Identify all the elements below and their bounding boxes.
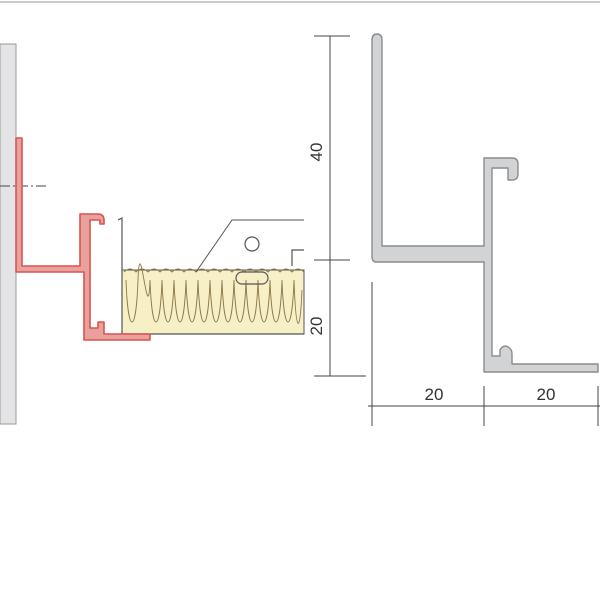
insulation-hatch	[125, 263, 303, 324]
dimension-height-lower: 20	[307, 317, 326, 336]
dimension-width-right: 20	[537, 385, 556, 404]
red-profile	[15, 137, 151, 341]
dimension-lines	[314, 35, 600, 426]
dimension-width-left: 20	[425, 385, 444, 404]
grey-profile	[371, 33, 599, 373]
dimension-height-upper: 40	[307, 143, 326, 162]
wall	[0, 43, 17, 425]
profile-cross-section	[371, 33, 599, 373]
installation-section	[0, 43, 305, 425]
fastener-hole-icon	[244, 236, 260, 252]
insulation-panel	[117, 217, 305, 335]
